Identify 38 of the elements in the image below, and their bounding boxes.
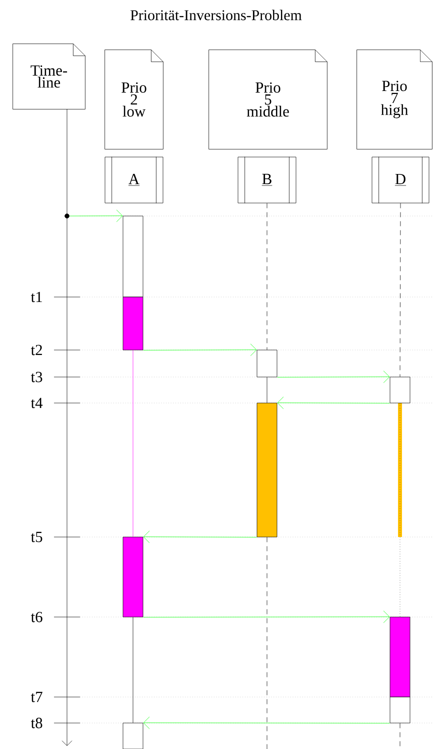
time-label: t2 <box>30 344 42 356</box>
activation-bar <box>390 696 410 724</box>
lifeline <box>400 203 401 377</box>
activation-bar <box>122 536 144 618</box>
process-box: B <box>238 156 296 204</box>
arrow <box>143 344 257 356</box>
lifeline <box>266 203 268 350</box>
note-box: Time-line <box>12 44 86 110</box>
time-label: t7 <box>30 692 42 702</box>
note-box: Prio 7 high <box>356 50 432 150</box>
time-label: t1 <box>30 292 42 302</box>
lifeline <box>266 537 268 749</box>
time-label: t6 <box>30 612 42 622</box>
lifeline <box>132 617 134 723</box>
activation-bar <box>122 216 144 298</box>
arrow <box>69 210 123 222</box>
arrow <box>143 610 390 623</box>
arrow <box>277 370 390 384</box>
time-label: t4 <box>30 398 43 408</box>
arrow <box>143 530 257 544</box>
activation-bar <box>122 296 144 350</box>
lifeline <box>132 350 134 537</box>
activation-bar <box>256 402 278 538</box>
activation-bar <box>390 616 410 698</box>
process-box: D <box>372 156 430 204</box>
activation-bar <box>256 350 278 378</box>
note-box: Prio 2 low <box>104 50 164 150</box>
title: Priorität-Inversions-Problem <box>130 10 302 20</box>
arrow <box>277 396 390 410</box>
activation-bar <box>390 376 410 404</box>
process-box: A <box>104 156 164 204</box>
time-label: t5 <box>30 532 42 542</box>
lifeline <box>266 377 268 403</box>
arrow <box>143 716 390 730</box>
time-label: t8 <box>30 718 42 728</box>
time-label: t3 <box>30 372 42 382</box>
note-box: Prio 5 middle <box>208 50 328 150</box>
activation-bar <box>122 722 144 749</box>
